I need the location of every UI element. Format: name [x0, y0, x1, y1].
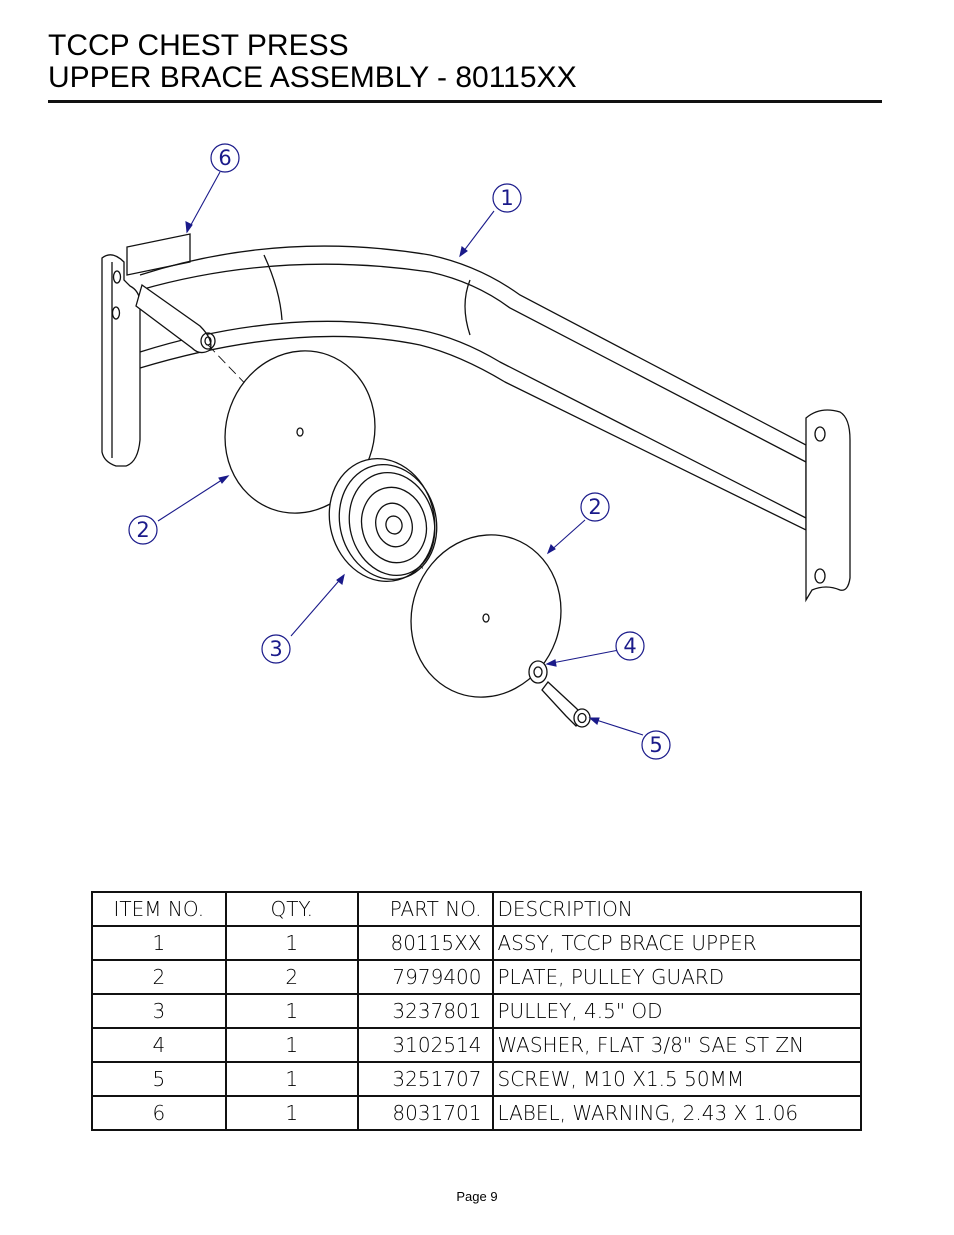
cell-item-no: 2 [91, 959, 227, 995]
cell-part-no: 3251707 [356, 1061, 494, 1097]
left-bracket [101, 254, 141, 467]
cell-qty: 1 [224, 925, 359, 961]
cell-qty: 1 [224, 1027, 359, 1063]
cell-part-no: 7979400 [356, 959, 494, 995]
exploded-assembly-drawing: 6 1 2 2 3 4 5 [101, 143, 851, 760]
callout-2b: 2 [588, 495, 601, 519]
callout-4: 4 [623, 634, 636, 658]
title-line-2: UPPER BRACE ASSEMBLY - 80115XX [48, 61, 577, 94]
right-bracket [805, 409, 851, 603]
title-line-1: TCCP CHEST PRESS [48, 29, 349, 62]
header-qty: QTY. [224, 891, 359, 927]
table-row: 4 1 3102514 WASHER, FLAT 3/8" SAE ST ZN [91, 1027, 862, 1063]
cell-part-no: 3237801 [356, 993, 494, 1029]
cell-item-no: 1 [91, 925, 227, 961]
cell-qty: 1 [224, 993, 359, 1029]
table-row: 5 1 3251707 SCREW, M10 X1.5 50MM [91, 1061, 862, 1097]
pulley-shaft [135, 283, 212, 354]
cell-item-no: 4 [91, 1027, 227, 1063]
page-title: TCCP CHEST PRESS UPPER BRACE ASSEMBLY - … [48, 30, 577, 94]
title-rule [48, 100, 882, 103]
table-row: 6 1 8031701 LABEL, WARNING, 2.43 X 1.06 [91, 1095, 862, 1131]
bill-of-materials-table: ITEM NO. QTY. PART NO. DESCRIPTION 1 1 8… [91, 891, 862, 1131]
cell-qty: 2 [224, 959, 359, 995]
callout-circle-5 [641, 730, 671, 760]
table-row: 2 2 7979400 PLATE, PULLEY GUARD [91, 959, 862, 995]
callout-circle-6 [210, 143, 240, 173]
header-description: DESCRIPTION [491, 891, 862, 927]
cell-item-no: 6 [91, 1095, 227, 1131]
table-row: 3 1 3237801 PULLEY, 4.5" OD [91, 993, 862, 1029]
washer-part [528, 660, 548, 684]
callout-circle-2b [580, 492, 610, 522]
callout-circle-3 [261, 634, 291, 664]
table-header-row: ITEM NO. QTY. PART NO. DESCRIPTION [91, 891, 862, 927]
callout-circle-1 [492, 183, 522, 213]
cell-item-no: 5 [91, 1061, 227, 1097]
callout-circle-2a [128, 515, 158, 545]
cell-description: SCREW, M10 X1.5 50MM [491, 1061, 862, 1097]
cell-part-no: 8031701 [356, 1095, 494, 1131]
callout-2a: 2 [136, 518, 149, 542]
callout-6: 6 [218, 146, 231, 170]
cell-description: ASSY, TCCP BRACE UPPER [491, 925, 862, 961]
callout-1: 1 [500, 186, 513, 210]
header-item-no: ITEM NO. [91, 891, 227, 927]
cell-part-no: 3102514 [356, 1027, 494, 1063]
cell-qty: 1 [224, 1061, 359, 1097]
page-number: Page 9 [456, 1189, 498, 1204]
header-part-no: PART NO. [356, 891, 494, 927]
cell-description: WASHER, FLAT 3/8" SAE ST ZN [491, 1027, 862, 1063]
cell-qty: 1 [224, 1095, 359, 1131]
cell-description: LABEL, WARNING, 2.43 X 1.06 [491, 1095, 862, 1131]
screw-part [541, 681, 591, 728]
pulley-part [328, 457, 438, 583]
cell-description: PLATE, PULLEY GUARD [491, 959, 862, 995]
cell-part-no: 80115XX [356, 925, 494, 961]
callout-3: 3 [269, 637, 282, 661]
callout-5: 5 [649, 733, 662, 757]
table-row: 1 1 80115XX ASSY, TCCP BRACE UPPER [91, 925, 862, 961]
cell-item-no: 3 [91, 993, 227, 1029]
callout-circle-4 [615, 631, 645, 661]
cell-description: PULLEY, 4.5" OD [491, 993, 862, 1029]
